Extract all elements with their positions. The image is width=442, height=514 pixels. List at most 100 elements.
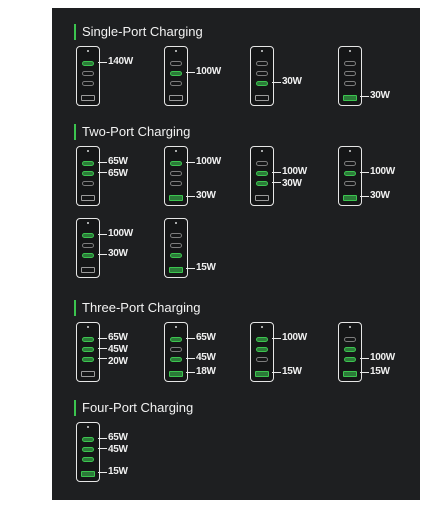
wattage-label: 45W (108, 444, 128, 455)
usb-a-port-icon (343, 371, 357, 377)
usb-c-port-icon (82, 171, 94, 176)
charger-unit (250, 322, 274, 382)
usb-c-port-icon (170, 71, 182, 76)
usb-c-port-icon (256, 71, 268, 76)
usb-c-port-icon (170, 233, 182, 238)
usb-c-port-icon (344, 71, 356, 76)
usb-c-port-icon (344, 357, 356, 362)
usb-c-port-icon (170, 243, 182, 248)
charger-unit (76, 218, 100, 278)
charger-unit (76, 146, 100, 206)
wattage-label: 30W (282, 76, 302, 87)
wattage-leader-line (272, 338, 281, 339)
wattage-label: 65W (108, 432, 128, 443)
wattage-label: 100W (196, 66, 221, 77)
charger-unit (250, 46, 274, 106)
indicator-light-icon (349, 150, 351, 152)
usb-a-port-icon (81, 267, 95, 273)
indicator-light-icon (261, 150, 263, 152)
wattage-leader-line (186, 268, 195, 269)
wattage-leader-line (186, 358, 195, 359)
indicator-light-icon (87, 326, 89, 328)
charger-unit (338, 46, 362, 106)
usb-c-port-icon (170, 161, 182, 166)
usb-a-port-icon (81, 195, 95, 201)
wattage-label: 45W (108, 344, 128, 355)
usb-c-port-icon (256, 161, 268, 166)
usb-c-port-icon (170, 357, 182, 362)
wattage-leader-line (272, 172, 281, 173)
charger-unit (76, 322, 100, 382)
wattage-leader-line (98, 254, 107, 255)
usb-a-port-icon (81, 95, 95, 101)
usb-c-port-icon (170, 181, 182, 186)
usb-a-port-icon (169, 195, 183, 201)
usb-c-port-icon (256, 181, 268, 186)
usb-c-port-icon (82, 81, 94, 86)
wattage-label: 65W (196, 332, 216, 343)
wattage-label: 30W (282, 178, 302, 189)
indicator-light-icon (87, 150, 89, 152)
indicator-light-icon (349, 326, 351, 328)
wattage-leader-line (186, 338, 195, 339)
usb-c-port-icon (256, 171, 268, 176)
wattage-label: 65W (108, 332, 128, 343)
usb-c-port-icon (170, 81, 182, 86)
wattage-leader-line (360, 196, 369, 197)
usb-c-port-icon (82, 447, 94, 452)
charger-unit (338, 322, 362, 382)
wattage-label: 100W (282, 332, 307, 343)
wattage-leader-line (186, 196, 195, 197)
usb-c-port-icon (82, 161, 94, 166)
section-title-single: Single-Port Charging (74, 24, 203, 40)
usb-c-port-icon (170, 337, 182, 342)
wattage-leader-line (360, 358, 369, 359)
wattage-label: 30W (196, 190, 216, 201)
wattage-leader-line (360, 172, 369, 173)
usb-a-port-icon (343, 95, 357, 101)
charger-unit (164, 218, 188, 278)
wattage-leader-line (186, 72, 195, 73)
wattage-leader-line (98, 472, 107, 473)
indicator-light-icon (175, 326, 177, 328)
usb-a-port-icon (255, 195, 269, 201)
usb-c-port-icon (82, 61, 94, 66)
section-title-three: Three-Port Charging (74, 300, 201, 316)
wattage-leader-line (98, 62, 107, 63)
charger-unit (338, 146, 362, 206)
wattage-leader-line (272, 82, 281, 83)
usb-a-port-icon (169, 95, 183, 101)
usb-c-port-icon (344, 181, 356, 186)
wattage-label: 140W (108, 56, 133, 67)
wattage-label: 15W (108, 466, 128, 477)
usb-c-port-icon (170, 347, 182, 352)
indicator-light-icon (175, 50, 177, 52)
section-title-four: Four-Port Charging (74, 400, 193, 416)
usb-c-port-icon (170, 171, 182, 176)
wattage-leader-line (186, 372, 195, 373)
usb-c-port-icon (82, 357, 94, 362)
indicator-light-icon (261, 50, 263, 52)
usb-a-port-icon (81, 371, 95, 377)
wattage-leader-line (98, 448, 107, 449)
indicator-light-icon (87, 426, 89, 428)
indicator-light-icon (87, 50, 89, 52)
wattage-leader-line (98, 234, 107, 235)
charger-unit (76, 422, 100, 482)
wattage-leader-line (360, 96, 369, 97)
usb-a-port-icon (255, 95, 269, 101)
charger-unit (164, 46, 188, 106)
usb-c-port-icon (256, 337, 268, 342)
usb-c-port-icon (256, 347, 268, 352)
usb-c-port-icon (82, 457, 94, 462)
wattage-label: 30W (370, 190, 390, 201)
wattage-label: 100W (370, 166, 395, 177)
wattage-leader-line (98, 358, 107, 359)
wattage-leader-line (360, 372, 369, 373)
wattage-leader-line (98, 172, 107, 173)
wattage-label: 20W (108, 356, 128, 367)
usb-c-port-icon (82, 437, 94, 442)
usb-a-port-icon (255, 371, 269, 377)
wattage-leader-line (272, 372, 281, 373)
wattage-leader-line (98, 348, 107, 349)
